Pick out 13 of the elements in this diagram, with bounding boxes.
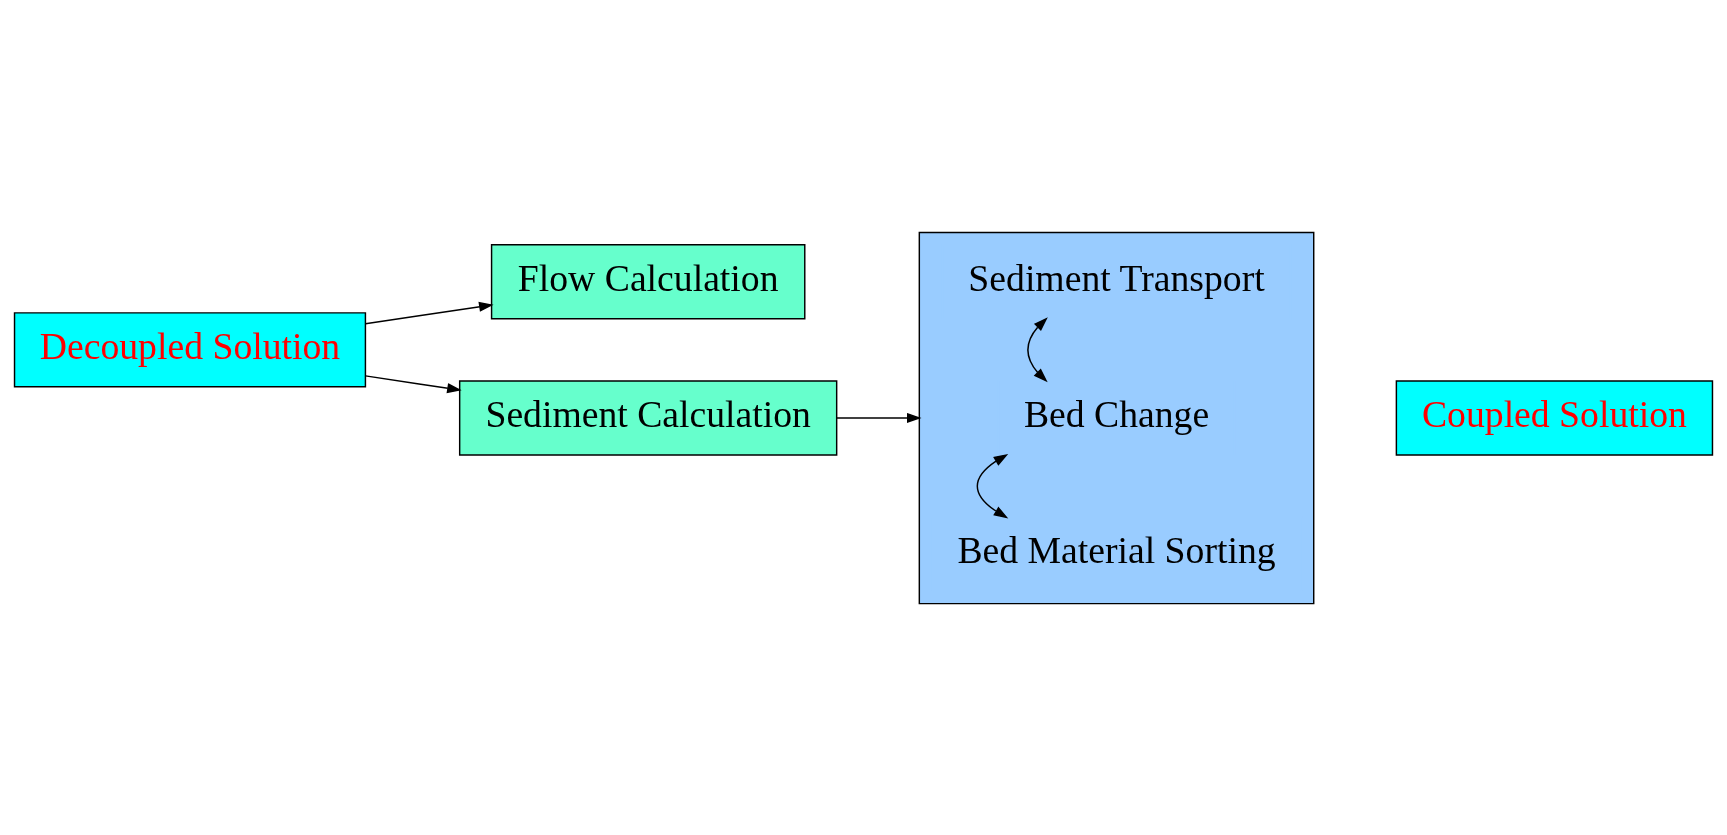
arrow	[364, 374, 462, 393]
cluster	[918, 231, 1315, 604]
node-text: Sediment Transport	[968, 256, 1265, 299]
arrow	[836, 412, 922, 423]
node-text: Bed Change	[1023, 392, 1210, 435]
node-box: Sediment Calculation	[458, 379, 838, 456]
arrow	[1027, 316, 1048, 382]
node-text: Bed Material Sorting	[957, 528, 1276, 571]
node-box: Coupled Solution	[1395, 379, 1714, 456]
node-box: Decoupled Solution	[13, 311, 367, 388]
arrow	[976, 453, 1009, 518]
arrow	[364, 301, 494, 324]
node-box: Flow Calculation	[490, 243, 806, 319]
